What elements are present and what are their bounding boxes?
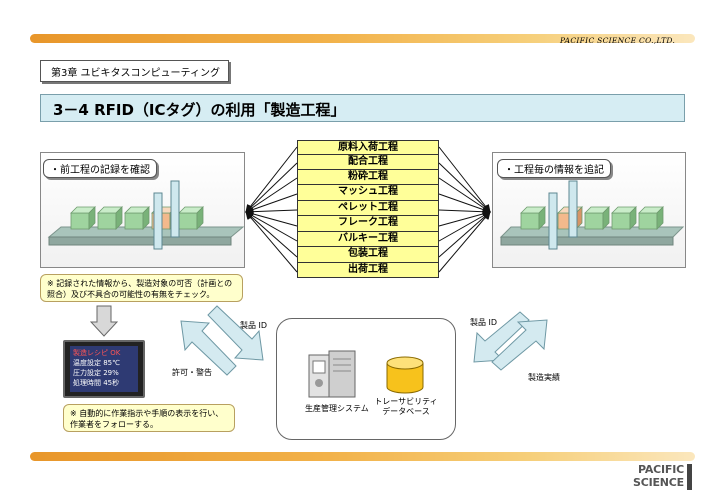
left-arrow-up: [180, 320, 237, 376]
system-label: 生産管理システム: [305, 404, 369, 413]
operator-note: ※ 自動的に作業指示や手順の表示を行い、作業者をフォローする。: [63, 404, 235, 432]
logo-line: PACIFIC: [637, 463, 684, 476]
process-step: バルキー工程: [297, 232, 439, 247]
process-list: 原料入荷工程 配合工程 粉砕工程 マッシュ工程 ペレット工程 フレーク工程 バル…: [297, 140, 439, 278]
right-scene-label: ・工程毎の情報を追記: [497, 159, 611, 178]
process-step: 原料入荷工程: [297, 140, 439, 155]
terminal-monitor: 製造レシピ OK 温度設定 85℃ 圧力設定 29% 処理時間 45秒: [63, 340, 145, 398]
left-scene-label: ・前工程の記録を確認: [43, 159, 157, 178]
monitor-line: 製造レシピ OK: [73, 349, 121, 357]
left-conveyor-scene: ・前工程の記録を確認: [40, 152, 245, 268]
left-arrow-down: [207, 305, 264, 361]
page-title: 3－4 RFID（ICタグ）の利用「製造工程」: [40, 94, 685, 122]
top-decor-bar: [30, 34, 695, 43]
database-label-line: データベース: [382, 407, 430, 416]
company-name: PACIFIC SCIENCE CO.,LTD.: [560, 36, 676, 45]
management-system-box: 生産管理システム トレーサビリティ データベース: [276, 318, 456, 440]
process-step: マッシュ工程: [297, 185, 439, 201]
logo-line: SCIENCE: [633, 476, 684, 489]
label-permit-warning: 許可・警告: [172, 368, 212, 377]
down-arrow-icon: [90, 305, 118, 337]
monitor-line: 温度設定 85℃: [73, 359, 120, 367]
right-arrow-up: [491, 319, 548, 371]
process-step: 粉砕工程: [297, 170, 439, 185]
monitor-line: 処理時間 45秒: [73, 379, 120, 387]
process-step: 出荷工程: [297, 263, 439, 278]
check-note: ※ 記録された情報から、製造対象の可否（計画との照合）及び不具合の可能性の有無を…: [40, 274, 243, 302]
label-product-id-right: 製品 ID: [470, 318, 498, 327]
label-product-id-left: 製品 ID: [240, 321, 268, 330]
database-label-line: トレーサビリティ: [374, 397, 438, 406]
conveyor-illustration: [499, 180, 685, 250]
label-production-results: 製造実績: [528, 373, 560, 382]
process-step: 包装工程: [297, 247, 439, 263]
server-icon: [308, 350, 356, 398]
company-logo: PACIFIC SCIENCE: [626, 464, 692, 490]
chapter-label: 第3章 ユビキタスコンピューティング: [40, 60, 229, 82]
conveyor-illustration: [47, 180, 245, 250]
process-step: 配合工程: [297, 155, 439, 170]
database-label: トレーサビリティ データベース: [373, 397, 439, 417]
monitor-line: 圧力設定 29%: [73, 369, 119, 377]
bottom-decor-bar: [30, 452, 695, 461]
right-conveyor-scene: ・工程毎の情報を追記: [492, 152, 686, 268]
monitor-screen: 製造レシピ OK 温度設定 85℃ 圧力設定 29% 処理時間 45秒: [70, 346, 138, 392]
process-step: ペレット工程: [297, 201, 439, 216]
process-step: フレーク工程: [297, 216, 439, 232]
database-icon: [386, 356, 424, 394]
